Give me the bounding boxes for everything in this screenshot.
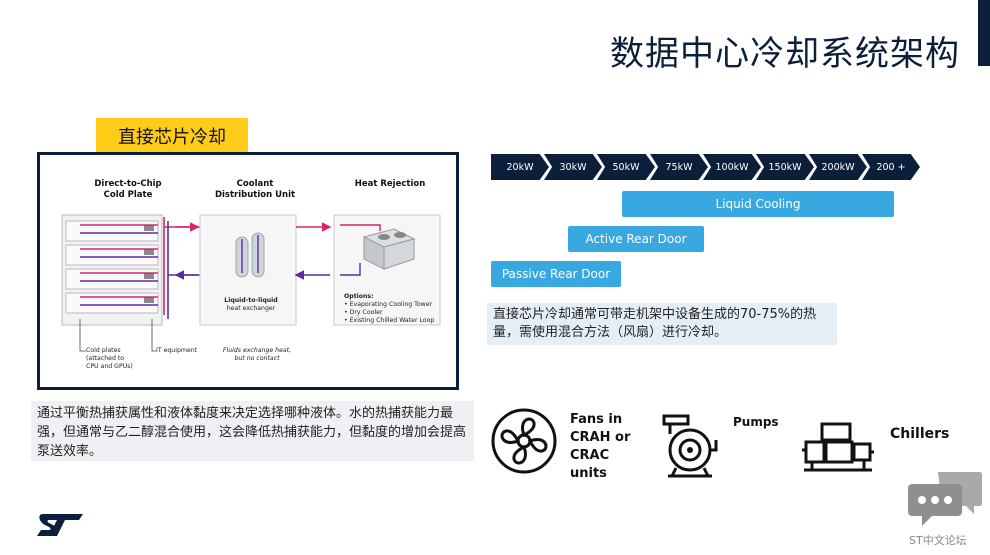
title-accent-bar bbox=[978, 0, 990, 66]
st-logo-icon bbox=[37, 514, 83, 536]
col-title-cdu-line2: Distribution Unit bbox=[214, 190, 296, 200]
diagram-graphic bbox=[61, 214, 441, 352]
hx-label-line2: heat exchanger bbox=[226, 305, 276, 312]
col-title-cold-plate-line1: Direct-to-Chip bbox=[94, 179, 162, 189]
callout-cold-plates-line3: CPU and GPUs) bbox=[86, 363, 133, 370]
kw-step: 20kW bbox=[491, 154, 549, 180]
fluids-note-line1: Fluids exchange heat, bbox=[222, 347, 292, 354]
col-title-cold-plate: Direct-to-Chip Cold Plate bbox=[68, 179, 188, 201]
kw-step: 100kW bbox=[703, 154, 761, 180]
kw-step: 200kW bbox=[809, 154, 867, 180]
callout-cold-plates-line1: Cold plates bbox=[86, 347, 121, 354]
fans-label-line3: CRAC bbox=[570, 448, 610, 463]
pumps-label: Pumps bbox=[733, 415, 779, 429]
slide-title: 数据中心冷却系统架构 bbox=[610, 34, 960, 74]
title-area: 数据中心冷却系统架构 bbox=[0, 0, 990, 100]
kw-step: 30kW bbox=[544, 154, 602, 180]
range-bar-passive-rear-door: Passive Rear Door bbox=[491, 261, 621, 287]
forum-chat-icon bbox=[908, 472, 982, 526]
option-item: • Evaporating Cooling Tower bbox=[344, 301, 433, 308]
section-tag: 直接芯片冷却 bbox=[96, 118, 248, 154]
fans-label-line2: CRAH or bbox=[570, 430, 631, 445]
fans-label-line1: Fans in bbox=[570, 412, 623, 427]
callout-it-equipment: IT equipment bbox=[156, 347, 198, 354]
chillers-label: Chillers bbox=[890, 426, 950, 442]
forum-label: ST中文论坛 bbox=[909, 534, 967, 547]
callout-cold-plates: Cold plates (attached to CPU and GPUs) bbox=[86, 347, 156, 371]
option-item: • Existing Chilled Water Loop bbox=[344, 317, 435, 324]
fan-icon bbox=[491, 408, 557, 474]
option-item: • Dry Cooler bbox=[344, 309, 383, 316]
col-title-heat-rejection: Heat Rejection bbox=[354, 179, 426, 189]
fluids-note: Fluids exchange heat, but no contact bbox=[212, 347, 302, 363]
options-title: Options: bbox=[344, 293, 374, 300]
hx-label: Liquid-to-liquid heat exchanger bbox=[216, 297, 286, 313]
kw-step: 150kW bbox=[756, 154, 814, 180]
col-title-cold-plate-line2: Cold Plate bbox=[103, 190, 153, 200]
kw-scale: 20kW 30kW 50kW 75kW 100kW 150kW 200kW 20… bbox=[491, 154, 921, 180]
cooling-tower-icon bbox=[362, 228, 416, 270]
heat-exchanger-icon bbox=[235, 232, 265, 278]
option-text: Dry Cooler bbox=[349, 309, 383, 316]
direct-chip-description: 直接芯片冷却通常可带走机架中设备生成的70-75%的热量，需使用混合方法（风扇）… bbox=[487, 303, 837, 345]
kw-step: 75kW bbox=[650, 154, 708, 180]
pump-icon bbox=[662, 414, 718, 478]
col-title-cdu-line1: Coolant bbox=[236, 179, 274, 189]
liquid-choice-description: 通过平衡热捕获属性和液体黏度来决定选择哪种液体。水的热捕获能力最强，但通常与乙二… bbox=[31, 401, 474, 461]
kw-step: 50kW bbox=[597, 154, 655, 180]
range-bar-liquid-cooling: Liquid Cooling bbox=[622, 191, 894, 217]
kw-step: 200 + bbox=[862, 154, 920, 180]
option-text: Existing Chilled Water Loop bbox=[349, 317, 435, 324]
col-title-cdu: Coolant Distribution Unit bbox=[200, 179, 310, 201]
options-list: Options: • Evaporating Cooling Tower • D… bbox=[344, 293, 440, 325]
option-text: Evaporating Cooling Tower bbox=[349, 301, 433, 308]
cooling-diagram: Direct-to-Chip Cold Plate Coolant Distri… bbox=[37, 152, 459, 390]
callout-cold-plates-line2: (attached to bbox=[86, 355, 125, 362]
fans-label: Fans in CRAH or CRAC units bbox=[570, 411, 630, 483]
hx-label-line1: Liquid-to-liquid bbox=[224, 297, 278, 304]
range-bar-active-rear-door: Active Rear Door bbox=[568, 226, 704, 252]
fluids-note-line2: but no contact bbox=[234, 355, 280, 362]
fans-label-line4: units bbox=[570, 466, 607, 481]
chiller-icon bbox=[802, 422, 874, 472]
